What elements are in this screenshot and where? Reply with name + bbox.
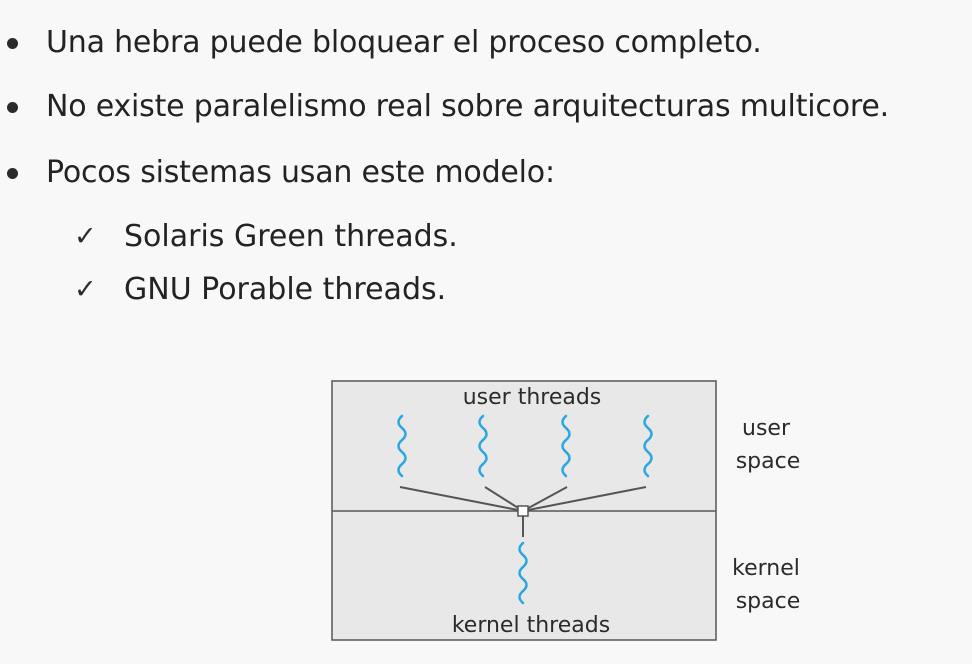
sub-list-item: ✓ GNU Porable threads. bbox=[0, 270, 972, 310]
user-space-label-line2: space bbox=[736, 449, 801, 474]
mapping-node bbox=[517, 505, 529, 517]
user-thread-icon bbox=[561, 414, 571, 478]
user-threads-label: user threads bbox=[463, 385, 602, 410]
user-space-label-line1: user bbox=[742, 416, 791, 441]
checkmark-icon: ✓ bbox=[74, 221, 97, 252]
mapping-line bbox=[522, 486, 647, 512]
kernel-space-label-line1: kernel bbox=[732, 556, 800, 581]
bullet-item: No existe paralelismo real sobre arquite… bbox=[0, 85, 972, 129]
kernel-thread-icon bbox=[518, 541, 528, 605]
mapping-lines bbox=[399, 486, 647, 537]
bullet-dot-icon bbox=[7, 38, 18, 49]
mapping-line bbox=[522, 486, 568, 512]
user-thread-icons bbox=[397, 414, 653, 478]
bullet-text: No existe paralelismo real sobre arquite… bbox=[46, 89, 889, 124]
bullet-text: Pocos sistemas usan este modelo: bbox=[46, 155, 555, 190]
mapping-line bbox=[399, 486, 524, 512]
bullet-dot-icon bbox=[7, 168, 18, 179]
bullet-item: Pocos sistemas usan este modelo: bbox=[0, 151, 972, 195]
sub-list-item: ✓ Solaris Green threads. bbox=[0, 217, 972, 257]
kernel-threads-label: kernel threads bbox=[452, 613, 610, 638]
kernel-space-label-line2: space bbox=[736, 589, 801, 614]
checkmark-icon: ✓ bbox=[74, 274, 97, 305]
bullet-item: Una hebra puede bloquear el proceso comp… bbox=[0, 21, 972, 65]
bullet-text: Una hebra puede bloquear el proceso comp… bbox=[46, 25, 762, 60]
bullet-dot-icon bbox=[7, 102, 18, 113]
sub-list-text: Solaris Green threads. bbox=[124, 219, 458, 254]
sub-list-text: GNU Porable threads. bbox=[124, 272, 447, 307]
user-thread-icon bbox=[397, 414, 407, 478]
mapping-line bbox=[484, 486, 524, 512]
user-thread-icon bbox=[643, 414, 653, 478]
user-thread-icon bbox=[478, 414, 488, 478]
